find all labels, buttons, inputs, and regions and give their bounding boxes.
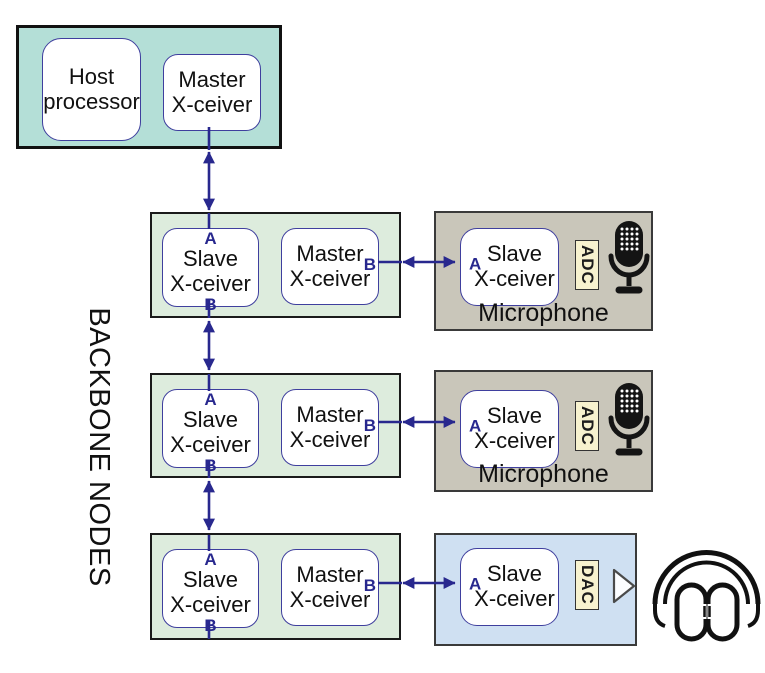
slave-xceiver-box: A Slave X-ceiver B (162, 228, 259, 313)
port-b-label: B (204, 295, 217, 315)
headphones-icon (648, 528, 765, 652)
microphone-icon (608, 382, 650, 460)
slave-label-line2: X-ceiver (474, 586, 555, 611)
port-b-label: B (363, 255, 376, 274)
master-label-line1: Master (296, 240, 364, 266)
host-processor-label-line2: processor (43, 88, 140, 114)
slave-xceiver-box: A Slave X-ceiver (460, 390, 559, 468)
port-a-label: A (204, 390, 217, 409)
slave-xceiver-label: Slave X-ceiver (170, 407, 251, 457)
master-label-line1: Master (296, 401, 364, 427)
slave-xceiver-box: A Slave X-ceiver B (162, 549, 259, 634)
microphone-caption: Microphone (478, 460, 609, 488)
microphone-icon (608, 220, 650, 298)
slave-label-line2: X-ceiver (474, 266, 555, 291)
amplifier-triangle-icon (612, 567, 636, 605)
host-processor-box: Host processor (42, 38, 141, 141)
slave-label-line2: X-ceiver (170, 431, 251, 457)
port-b-label: B (363, 416, 376, 435)
master-label-line2: X-ceiver (289, 586, 371, 612)
slave-label-line1: Slave (182, 567, 239, 592)
slave-label-line1: Slave (486, 403, 543, 429)
slave-xceiver-label: Slave X-ceiver (170, 567, 251, 617)
port-b-label: B (204, 616, 217, 636)
master-label-line1: Master (296, 561, 364, 587)
microphone-device-1: A Slave X-ceiver ADC Microphone (434, 211, 653, 331)
slave-label-line2: X-ceiver (170, 270, 251, 296)
slave-xceiver-box: A Slave X-ceiver B (162, 389, 259, 474)
speaker-device: A Slave X-ceiver DAC (434, 533, 637, 646)
master-label-line2: X-ceiver (289, 265, 371, 291)
dac-label: DAC (575, 560, 599, 610)
master-xceiver-label-line2: X-ceiver (171, 91, 253, 117)
backbone-nodes-label: BACKBONE NODES (83, 307, 115, 587)
port-a-label: A (204, 229, 217, 248)
adc-label: ADC (575, 401, 599, 451)
backbone-node-3: A Slave X-ceiver B Master X-ceiver B (150, 533, 401, 640)
backbone-node-2: A Slave X-ceiver B Master X-ceiver B (150, 373, 401, 478)
master-xceiver-box: Master X-ceiver B (281, 389, 379, 466)
slave-xceiver-box: A Slave X-ceiver (460, 548, 559, 626)
slave-label-line2: X-ceiver (170, 591, 251, 617)
port-b-label: B (363, 576, 376, 595)
adc-label: ADC (575, 240, 599, 290)
master-xceiver-box: Master X-ceiver B (281, 228, 379, 305)
master-xceiver-box: Master X-ceiver (163, 54, 261, 131)
master-xceiver-label-line1: Master (178, 66, 246, 92)
port-a-label: A (469, 254, 482, 274)
port-a-label: A (204, 550, 217, 569)
master-label-line2: X-ceiver (289, 426, 371, 452)
slave-label-line1: Slave (182, 246, 239, 271)
slave-xceiver-box: A Slave X-ceiver (460, 228, 559, 306)
slave-label-line1: Slave (486, 561, 543, 587)
port-a-label: A (469, 574, 482, 594)
master-xceiver-box: Master X-ceiver B (281, 549, 379, 626)
slave-xceiver-label: Slave X-ceiver (170, 246, 251, 296)
microphone-caption: Microphone (478, 299, 609, 327)
microphone-device-2: A Slave X-ceiver ADC Microphone (434, 370, 653, 492)
host-processor-label-line1: Host (68, 63, 115, 89)
slave-label-line1: Slave (486, 241, 543, 267)
port-b-label: B (204, 456, 217, 476)
slave-label-line1: Slave (182, 407, 239, 432)
slave-label-line2: X-ceiver (474, 428, 555, 453)
host-node-box: Host processor Master X-ceiver (16, 25, 282, 149)
port-a-label: A (469, 416, 482, 436)
backbone-node-1: A Slave X-ceiver B Master X-ceiver B (150, 212, 401, 318)
